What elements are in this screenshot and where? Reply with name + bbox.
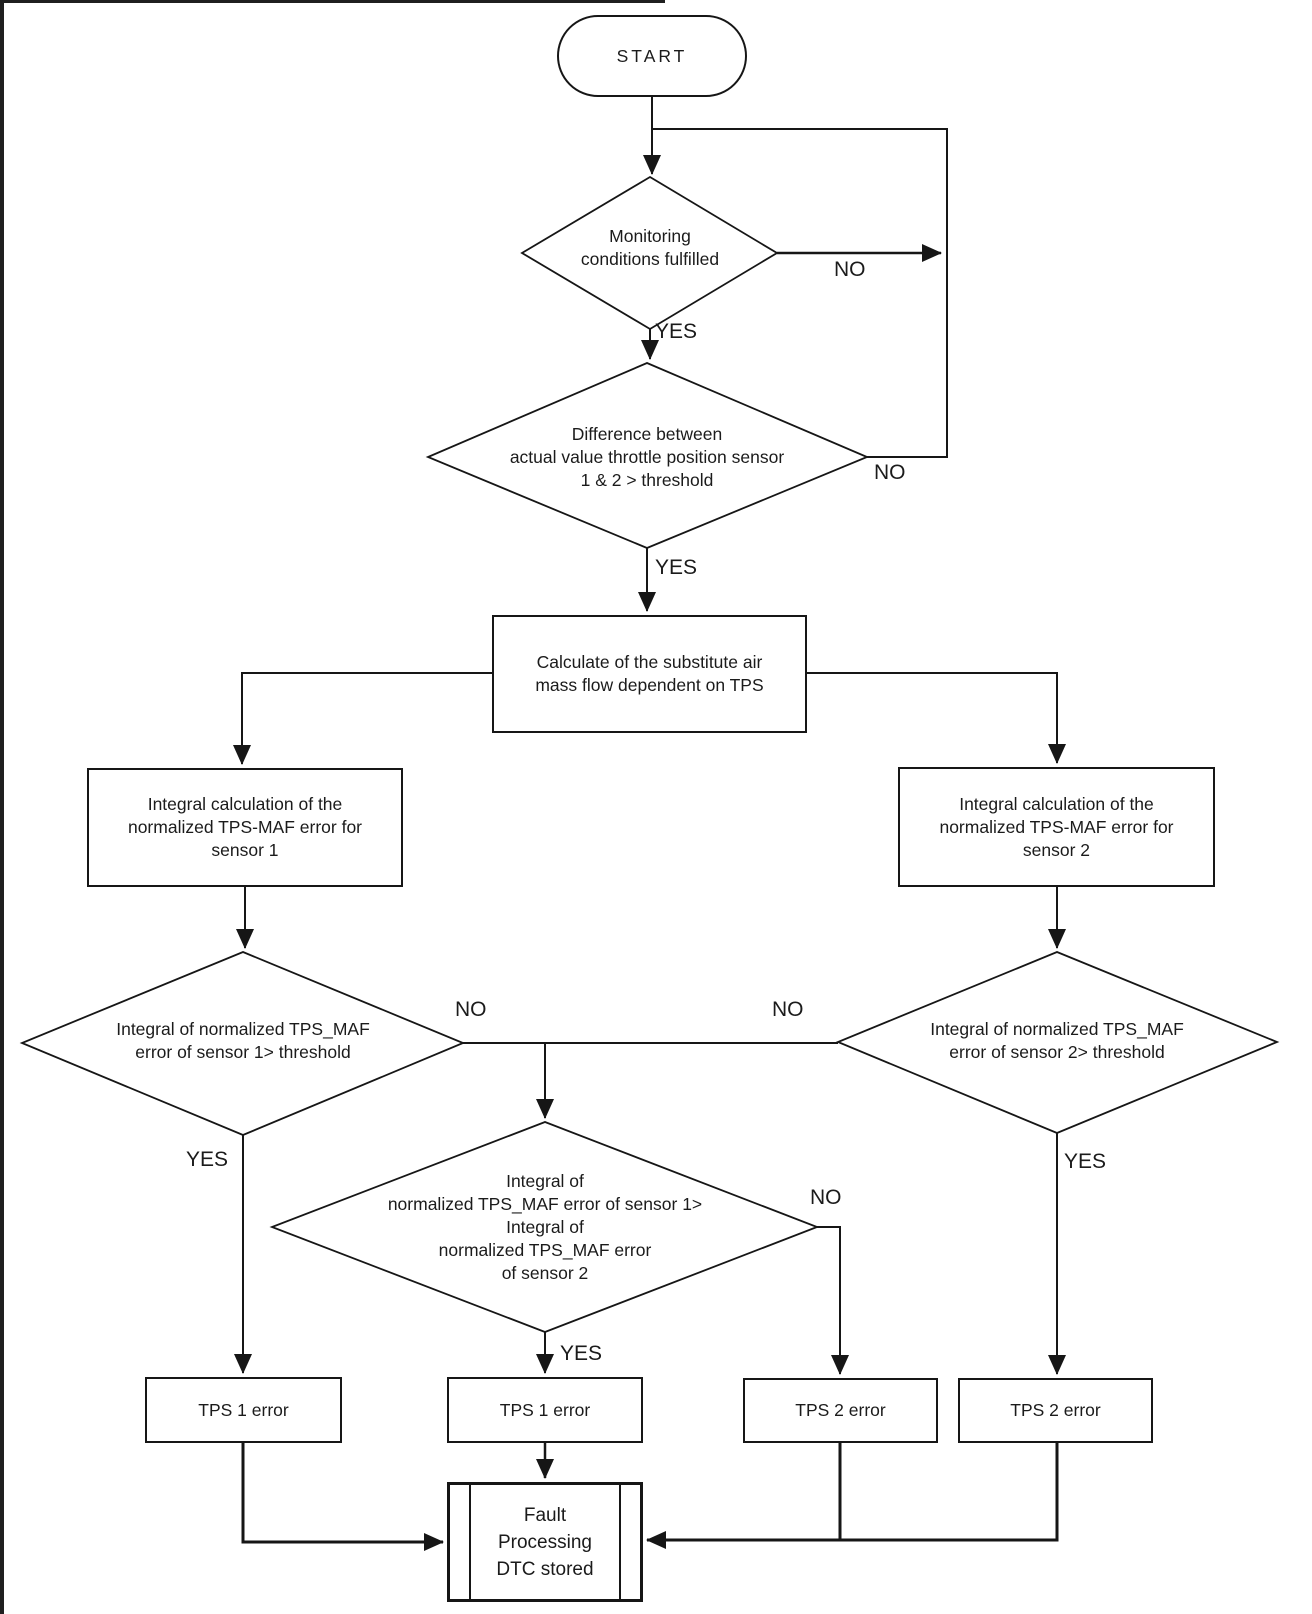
start-label: START bbox=[616, 45, 688, 66]
label-threshold2-yes: YES bbox=[1064, 1150, 1107, 1173]
edge-tps2right-fault bbox=[646, 1443, 1059, 1549]
edge-calculate-integral2 bbox=[807, 672, 1066, 764]
decision-difference-shape bbox=[425, 362, 870, 549]
decision-threshold1-label: Integral of normalized TPS_MAF error of … bbox=[116, 1019, 370, 1062]
process-integral-sensor2: Integral calculation of the normalized T… bbox=[898, 767, 1215, 887]
label-threshold1-yes: YES bbox=[186, 1148, 229, 1171]
process-integral-sensor2-label: Integral calculation of the normalized T… bbox=[939, 793, 1174, 860]
tps2-error-right-label: TPS 2 error bbox=[1010, 1400, 1101, 1420]
tps1-error-left-label: TPS 1 error bbox=[198, 1399, 289, 1420]
edge-loopback-rail bbox=[652, 128, 948, 458]
tps2-error-box-right: TPS 2 error bbox=[958, 1378, 1153, 1443]
label-compare-no: NO bbox=[810, 1186, 842, 1209]
decision-difference-label: Difference between actual value throttle… bbox=[509, 424, 785, 490]
decision-compare-label: Integral of normalized TPS_MAF error of … bbox=[387, 1171, 703, 1283]
decision-compare-shape bbox=[269, 1121, 820, 1333]
tps2-error-left-label: TPS 2 error bbox=[795, 1400, 886, 1420]
process-calculate-substitute-maf: Calculate of the substitute air mass flo… bbox=[492, 615, 807, 733]
tps2-error-box-left: TPS 2 error bbox=[743, 1378, 938, 1443]
edge-tps1left-fault bbox=[241, 1443, 444, 1551]
fault-processing-node: Fault Processing DTC stored bbox=[447, 1482, 643, 1602]
process-calculate-label: Calculate of the substitute air mass flo… bbox=[535, 652, 764, 695]
scan-border-top bbox=[0, 0, 665, 3]
tps1-error-box-middle: TPS 1 error bbox=[447, 1377, 643, 1443]
label-threshold2-no: NO bbox=[772, 998, 804, 1021]
label-monitoring-no: NO bbox=[834, 258, 866, 281]
label-difference-yes: YES bbox=[655, 556, 698, 579]
fault-processing-label: Fault Processing DTC stored bbox=[496, 1504, 594, 1580]
label-monitoring-yes: YES bbox=[655, 320, 698, 343]
edge-compare-no bbox=[817, 1226, 849, 1375]
tps1-error-middle-label: TPS 1 error bbox=[499, 1399, 591, 1420]
decision-threshold2-label: Integral of normalized TPS_MAF error of … bbox=[930, 1019, 1184, 1062]
decision-monitoring-shape bbox=[520, 175, 779, 331]
decision-threshold1-shape bbox=[19, 951, 466, 1136]
label-difference-no: NO bbox=[874, 461, 906, 484]
edge-calculate-integral1 bbox=[233, 672, 492, 765]
scan-border-left bbox=[0, 0, 4, 1614]
label-compare-yes: YES bbox=[560, 1342, 603, 1365]
decision-monitoring-label: Monitoring conditions fulfilled bbox=[580, 226, 720, 269]
tps1-error-box-left: TPS 1 error bbox=[145, 1377, 342, 1443]
decision-threshold2-shape bbox=[835, 951, 1280, 1134]
fault-node-right-bar bbox=[619, 1485, 621, 1599]
process-integral-sensor1-label: Integral calculation of the normalized T… bbox=[127, 794, 363, 860]
fault-node-left-bar bbox=[469, 1485, 471, 1599]
process-integral-sensor1: Integral calculation of the normalized T… bbox=[87, 768, 403, 887]
label-threshold1-no: NO bbox=[455, 998, 487, 1021]
start-node: START bbox=[557, 15, 747, 97]
